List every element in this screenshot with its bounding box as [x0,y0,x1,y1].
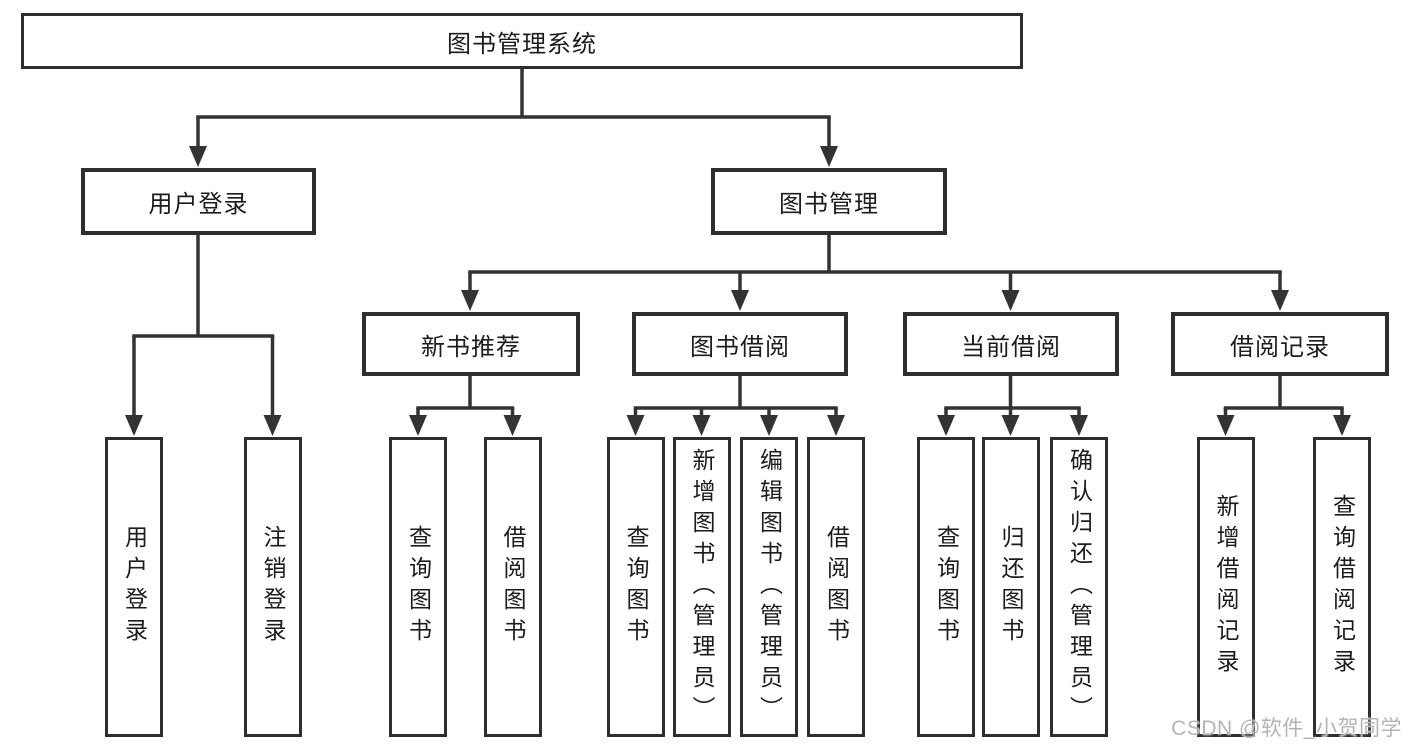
leaf-label: 新增图书（管理员） [689,447,715,727]
node-label: 图书管理系统 [447,30,597,58]
csdn-watermark: CSDN @软件_小贺同学 [1171,717,1402,740]
leaf-logout: 注销登录 [243,437,302,737]
leaf-add-borrow-record: 新增借阅记录 [1196,437,1255,737]
arrow-head [189,146,207,167]
leaf-add-books-admin: 新增图书（管理员） [672,437,731,737]
arrow-head [263,415,282,436]
leaf-label: 查询图书 [933,525,960,649]
arrow-head [1271,290,1289,311]
node-user-login: 用户登录 [81,168,316,235]
arrow-head [820,146,838,167]
node-label: 新书推荐 [421,333,521,361]
leaf-borrow-books-recommend: 借阅图书 [483,437,542,737]
leaf-label: 借阅图书 [823,525,850,649]
leaf-label: 新增借阅记录 [1213,494,1239,680]
leaf-confirm-return-admin: 确认归还（管理员） [1050,437,1108,737]
node-library-system: 图书管理系统 [21,13,1023,69]
leaf-label: 查询图书 [623,525,649,649]
node-book-borrow: 图书借阅 [632,312,848,376]
arrow-head [409,415,427,436]
arrow-head [937,415,955,436]
node-new-book-recommend: 新书推荐 [362,312,580,376]
leaf-label: 编辑图书（管理员） [756,447,783,727]
node-borrow-records: 借阅记录 [1171,312,1389,376]
arrow-head [626,415,645,436]
arrow-head [1070,415,1088,436]
leaf-user-login: 用户登录 [105,437,163,737]
leaf-query-books-borrow: 查询图书 [606,437,665,737]
leaf-borrow-books: 借阅图书 [807,437,865,737]
arrow-head [827,415,845,436]
node-label: 当前借阅 [961,333,1061,361]
leaf-label: 查询图书 [405,525,432,649]
leaf-label: 确认归还（管理员） [1066,447,1093,727]
arrow-head [1001,290,1020,311]
leaf-return-books: 归还图书 [981,437,1040,737]
arrow-head [731,290,749,311]
leaf-edit-books-admin: 编辑图书（管理员） [740,437,798,737]
node-label: 图书管理 [779,191,879,218]
arrow-head [503,415,522,436]
node-label: 图书借阅 [690,333,790,361]
leaf-query-books-current: 查询图书 [917,437,975,737]
node-label: 借阅记录 [1230,333,1330,361]
arrow-head [125,415,143,436]
arrow-head [1001,415,1020,436]
node-book-management: 图书管理 [711,168,947,235]
leaf-label: 注销登录 [260,525,286,649]
leaf-label: 借阅图书 [500,525,526,649]
leaf-query-books-recommend: 查询图书 [389,437,447,737]
node-label: 用户登录 [148,191,249,218]
arrow-head [760,415,778,436]
arrow-head [692,415,711,436]
arrow-head [461,290,479,311]
leaf-label: 归还图书 [998,525,1024,649]
leaf-label: 用户登录 [121,525,148,649]
node-current-borrow: 当前借阅 [903,312,1119,376]
arrow-head [1216,415,1235,436]
leaf-label: 查询借阅记录 [1329,494,1356,680]
arrow-head [1333,415,1351,436]
leaf-query-borrow-record: 查询借阅记录 [1313,437,1371,737]
